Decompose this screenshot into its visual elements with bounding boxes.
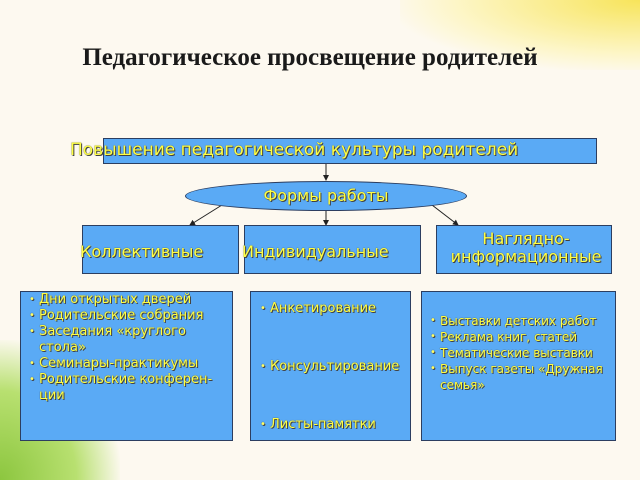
forms-ellipse: Формы работы (185, 181, 467, 211)
list-item: Реклама книг, статей (430, 329, 635, 345)
collective-list: Дни открытых дверей Родительские собрани… (29, 292, 239, 404)
list-item: Родительские конферен- (29, 372, 239, 388)
list-item-continuation: семья» (440, 378, 485, 392)
list-item: Листы-памятки (260, 417, 430, 433)
list-item: Тематические выставки (430, 345, 635, 361)
visual-box (436, 225, 612, 274)
top-box-label: Повышение педагогической культуры родите… (70, 140, 519, 160)
list-item: Семинары-практикумы (29, 356, 239, 372)
list-item: Заседания «круглого (29, 324, 239, 340)
collective-box (82, 225, 239, 274)
list-item: Дни открытых дверей (29, 292, 239, 308)
arrow-to-collective (189, 204, 223, 226)
visual-label-line: Наглядно- (482, 229, 570, 248)
top-box (103, 138, 597, 164)
decoration-top-right (400, 0, 640, 70)
visual-label: Наглядно-информационные (426, 230, 626, 266)
arrow-to-visual (431, 204, 459, 226)
list-item: Родительские собрания (29, 308, 239, 324)
visual-label-line: информационные (450, 247, 602, 266)
visual-list: Выставки детских работ Реклама книг, ста… (430, 313, 635, 393)
collective-label: Коллективные (80, 242, 204, 261)
individual-label: Индивидуальные (242, 242, 389, 261)
list-item-continuation: стола» (39, 340, 86, 355)
list-item: Выпуск газеты «Дружная (430, 361, 635, 377)
list-item: Выставки детских работ (430, 313, 635, 329)
individual-list: Анкетирование Консультирование Листы-пам… (260, 301, 430, 433)
list-item: Консультирование (260, 359, 430, 375)
list-item-continuation: ции (39, 388, 65, 403)
list-item: Анкетирование (260, 301, 430, 317)
individual-box (244, 225, 421, 274)
slide-title: Педагогическое просвещение родителей (82, 44, 538, 71)
